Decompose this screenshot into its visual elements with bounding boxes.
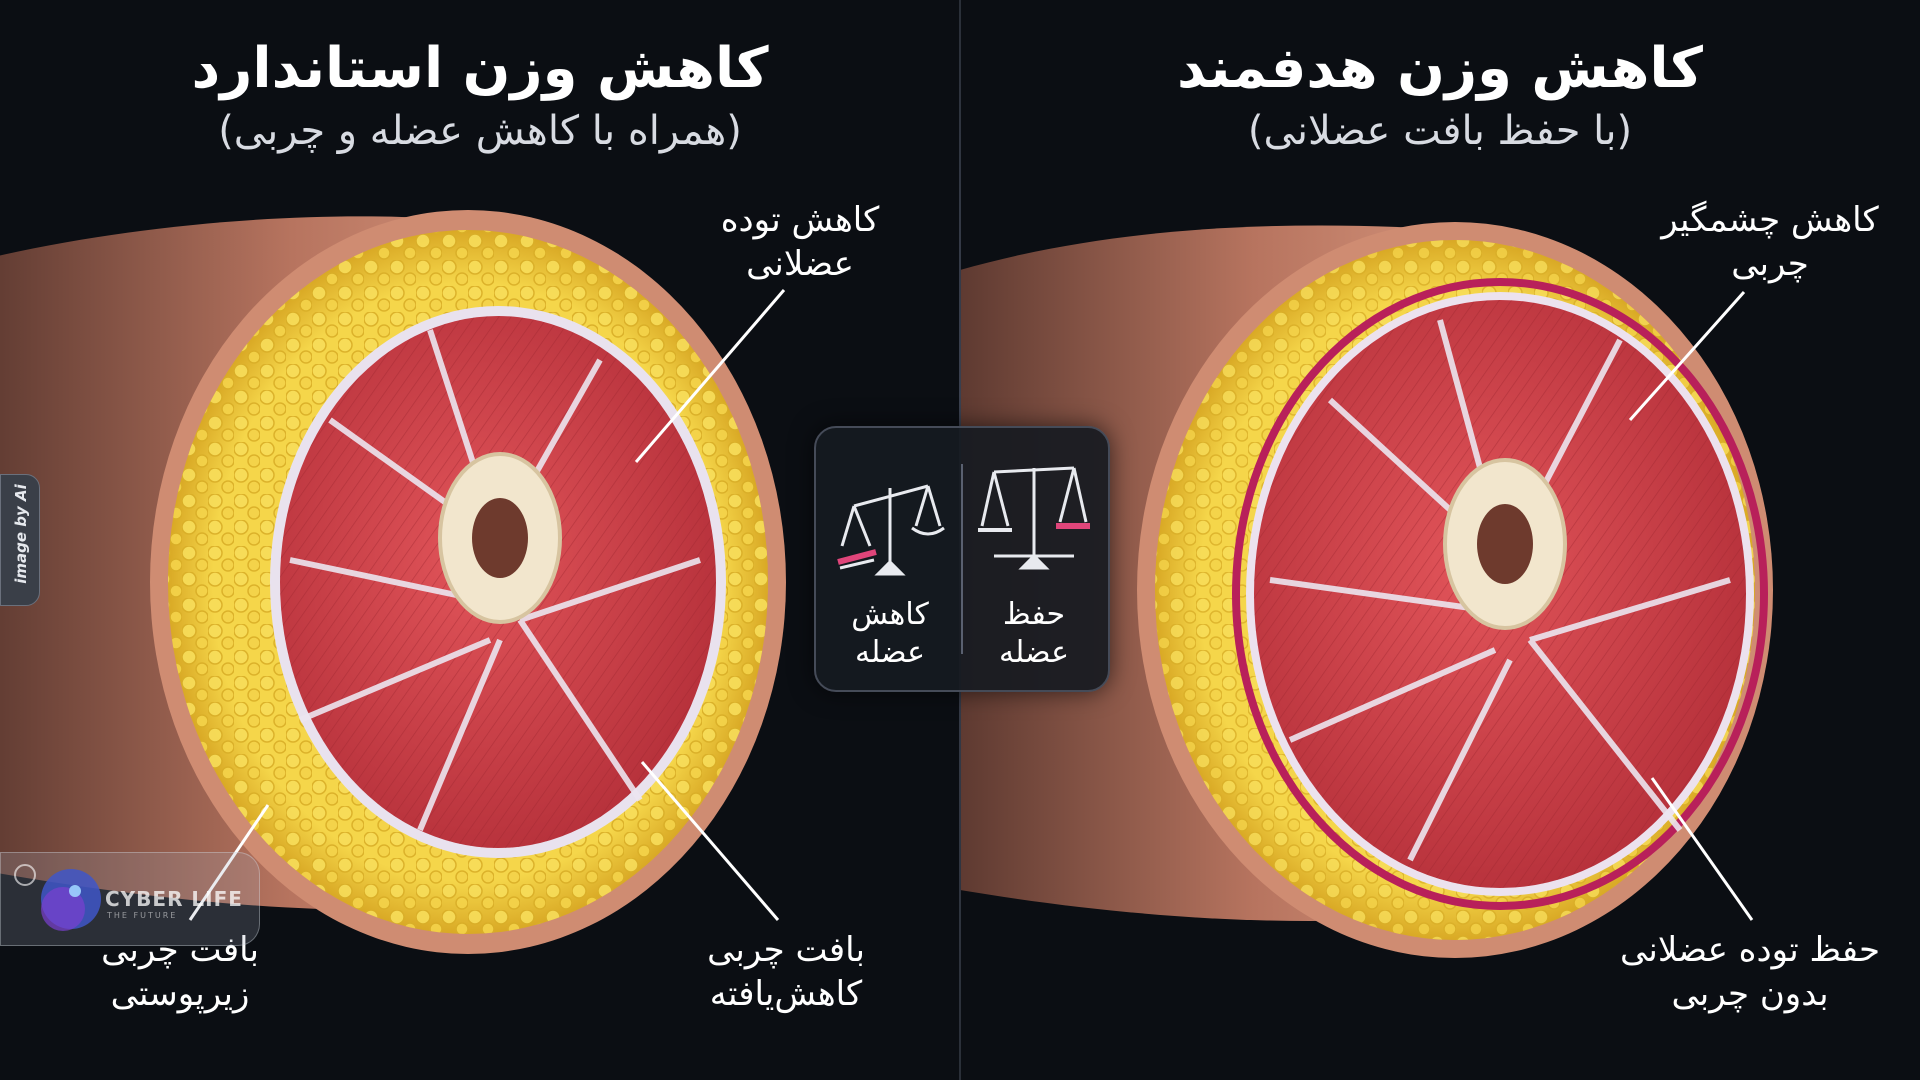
watermark-logo-icon [14, 864, 101, 931]
comparison-badge: کاهش عضله حفظ عضله [814, 426, 1110, 692]
right-bone-marrow [1477, 504, 1533, 584]
right-limb [960, 222, 1773, 958]
balanced-scale-icon [978, 466, 1090, 570]
watermark-text: CYBER LIFE [105, 887, 243, 911]
leader-lines [188, 289, 1754, 921]
right-fascia-highlight [1232, 278, 1768, 910]
label-right-muscle-preserved: حفظ توده عضلانی بدون چربی [1620, 930, 1880, 1014]
left-subtitle: (همراه با کاهش عضله و چربی) [218, 108, 742, 154]
side-tag: image by Ai [0, 474, 40, 606]
badge-label-muscle-preserved: حفظ عضله [999, 597, 1069, 670]
badge-icons [837, 466, 1090, 576]
left-limb [0, 210, 786, 954]
leader-left-muscle-loss [634, 289, 786, 463]
leader-right-muscle-preserved [1650, 777, 1754, 921]
badge-label-muscle-loss: کاهش عضله [851, 597, 929, 670]
label-left-subcutaneous-fat: بافت چربی زیرپوستی [101, 930, 259, 1014]
tilted-scale-icon [837, 484, 945, 576]
watermark-subtext: THE FUTURE [107, 911, 178, 920]
left-title: کاهش وزن استاندارد [191, 36, 769, 101]
leader-right-fat-loss [1628, 291, 1746, 421]
label-left-reduced-fat: بافت چربی کاهش‌یافته [707, 930, 865, 1014]
right-title: کاهش وزن هدفمند [1176, 36, 1703, 101]
label-right-fat-loss: کاهش چشمگیر چربی [1661, 200, 1879, 284]
label-left-muscle-loss: کاهش توده عضلانی [720, 200, 880, 284]
left-bone-marrow [472, 498, 528, 578]
badge-separator [961, 464, 963, 654]
right-subtitle: (با حفظ بافت عضلانی) [1247, 108, 1633, 154]
leader-left-reduced-fat [640, 761, 780, 921]
leader-left-subcutaneous [188, 804, 270, 921]
side-tag-text: image by Ai [12, 484, 30, 584]
watermark: CYBER LIFE THE FUTURE [0, 852, 260, 946]
